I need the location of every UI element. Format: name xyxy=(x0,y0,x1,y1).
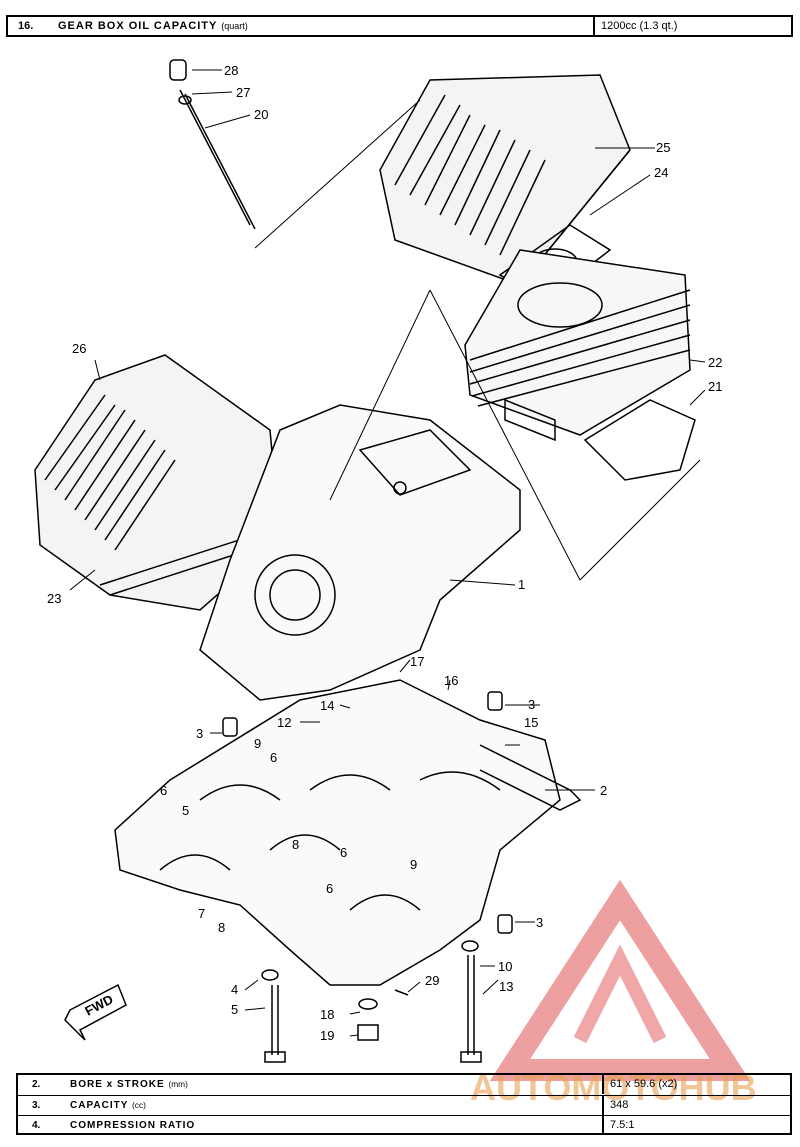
row-value: 1200cc (1.3 qt.) xyxy=(593,17,791,35)
callout: 6 xyxy=(326,881,333,896)
spec-value: 61 x 59.6 (x2) xyxy=(602,1075,790,1094)
callout: 5 xyxy=(182,803,189,818)
spec-number: 2. xyxy=(32,1079,41,1090)
callout: 19 xyxy=(320,1028,334,1043)
callout: 22 xyxy=(708,355,722,370)
callout: 2 xyxy=(600,783,607,798)
callout: 6 xyxy=(270,750,277,765)
callout: 8 xyxy=(218,920,225,935)
callout: 18 xyxy=(320,1007,334,1022)
spec-row: 3. CAPACITY (cc) 348 xyxy=(18,1095,790,1115)
spec-value: 348 xyxy=(602,1096,790,1115)
spec-number: 3. xyxy=(32,1100,41,1111)
callout: 1 xyxy=(518,577,525,592)
callout: 7 xyxy=(198,906,205,921)
spec-value: 7.5:1 xyxy=(602,1116,790,1135)
row-number: 16. xyxy=(18,20,34,32)
callout: 27 xyxy=(236,85,250,100)
callout: 14 xyxy=(320,698,334,713)
engine-exploded-diagram: FWD 28 27 20 25 24 22 21 26 23 1 17 16 3… xyxy=(34,59,722,1063)
forward-arrow-icon: FWD xyxy=(64,983,127,1041)
callout: 29 xyxy=(425,973,439,988)
spec-label: BORE x STROKE (mm) xyxy=(70,1079,188,1090)
gear-box-oil-capacity-row: 16. GEAR BOX OIL CAPACITY (quart) 1200cc… xyxy=(6,15,793,37)
callout: 3 xyxy=(536,915,543,930)
callout: 3 xyxy=(528,697,535,712)
callout-numbers: 28 27 20 25 24 22 21 26 23 1 17 16 3 14 … xyxy=(47,63,722,1043)
callout: 25 xyxy=(656,140,670,155)
spec-row: 2. BORE x STROKE (mm) 61 x 59.6 (x2) xyxy=(18,1075,790,1094)
leader-lines xyxy=(69,69,706,1037)
engine-specs-table: 2. BORE x STROKE (mm) 61 x 59.6 (x2) 3. … xyxy=(16,1073,792,1135)
lower-crankcase xyxy=(114,679,582,986)
callout: 9 xyxy=(254,736,261,751)
base-gasket xyxy=(583,399,696,481)
callout: 6 xyxy=(340,845,347,860)
callout: 20 xyxy=(254,107,268,122)
callout: 15 xyxy=(524,715,538,730)
cylinder-head-right xyxy=(379,74,631,286)
callout: 21 xyxy=(708,379,722,394)
spec-row: 4. COMPRESSION RATIO 7.5:1 xyxy=(18,1115,790,1135)
cylinder-block-right xyxy=(464,249,691,442)
callout: 26 xyxy=(72,341,86,356)
callout: 12 xyxy=(277,715,291,730)
callout: 4 xyxy=(231,982,238,997)
spec-label: CAPACITY (cc) xyxy=(70,1100,146,1111)
callout: 16 xyxy=(444,673,458,688)
callout: 28 xyxy=(224,63,238,78)
callout: 9 xyxy=(410,857,417,872)
upper-crankcase xyxy=(199,404,521,701)
callout: 5 xyxy=(231,1002,238,1017)
callout: 17 xyxy=(410,654,424,669)
watermark-logo: AUTOMOTOHUB xyxy=(470,880,757,1108)
callout: 23 xyxy=(47,591,61,606)
callout: 10 xyxy=(498,959,512,974)
row-label: GEAR BOX OIL CAPACITY (quart) xyxy=(58,20,248,32)
spec-number: 4. xyxy=(32,1120,41,1131)
callout: 8 xyxy=(292,837,299,852)
callout: 3 xyxy=(196,726,203,741)
callout: 6 xyxy=(160,783,167,798)
spec-label: COMPRESSION RATIO xyxy=(70,1120,196,1131)
callout: 13 xyxy=(499,979,513,994)
callout: 24 xyxy=(654,165,668,180)
